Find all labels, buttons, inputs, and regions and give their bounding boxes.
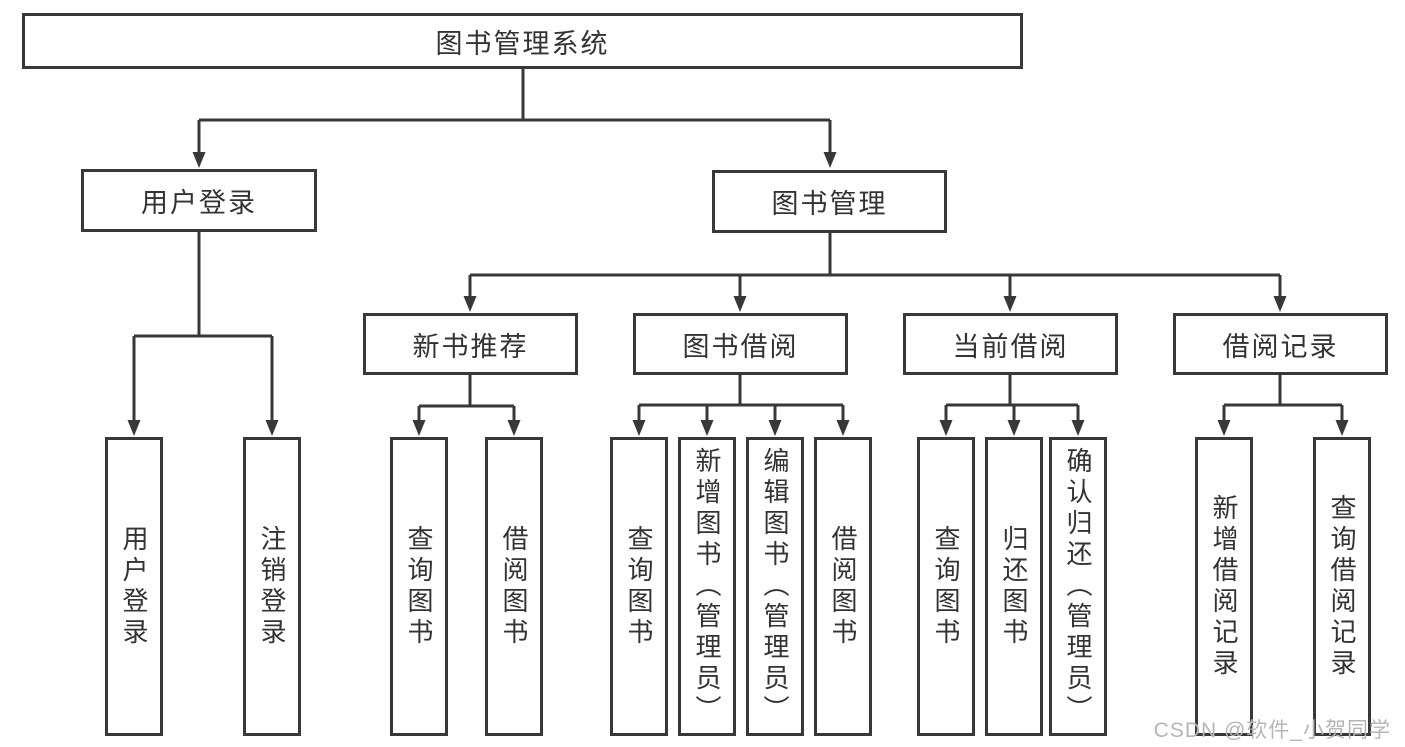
node-book-borrow: 图书借阅 [633,313,848,375]
arrowhead [823,152,837,168]
node-label: 归还图书 [999,524,1029,649]
arrowhead [632,420,646,436]
arrowhead [1217,420,1231,436]
node-leaf-borrow-books-recommend: 借阅图书 [485,437,543,736]
connector-newbook-to-leaves [417,375,516,422]
node-leaf-user-login: 用户登录 [105,437,163,736]
node-new-book-recommend: 新书推荐 [363,313,578,375]
arrowhead [836,420,850,436]
node-label: 新增图书（管理员） [692,447,722,726]
node-leaf-query-books-current: 查询图书 [917,437,975,736]
node-label: 新增借阅记录 [1209,493,1239,680]
node-leaf-add-books-admin: 新增图书（管理员） [678,437,736,736]
node-user-login-group: 用户登录 [81,169,317,232]
arrowhead [265,420,279,436]
connector-bookmgmt-to-level3 [468,233,1282,298]
connector-root-to-level2 [197,69,832,154]
node-book-management: 图书管理 [712,170,947,233]
arrowhead [463,296,477,312]
arrowhead [1007,420,1021,436]
node-label: 图书管理 [771,189,888,219]
arrowhead [768,420,782,436]
arrowhead [507,420,521,436]
node-label: 借阅图书 [499,524,529,649]
arrowhead [1003,296,1017,312]
node-label: 查询图书 [931,524,961,649]
node-label: 新书推荐 [412,331,529,362]
arrowhead [1335,420,1349,436]
arrowhead [700,420,714,436]
node-borrow-records: 借阅记录 [1173,313,1388,375]
node-label: 当前借阅 [952,331,1069,362]
connector-bookborrow-to-leaves [637,375,845,422]
node-label: 编辑图书（管理员） [760,447,790,726]
node-label: 用户登录 [119,524,149,649]
node-leaf-query-books-borrow: 查询图书 [610,437,668,736]
node-label: 用户登录 [141,188,257,218]
csdn-watermark: CSDN @软件_小贺同学 [1153,719,1391,742]
node-label: 借阅图书 [828,524,858,649]
node-leaf-edit-books-admin: 编辑图书（管理员） [746,437,804,736]
node-label: 确认归还（管理员） [1063,447,1093,726]
arrowhead [939,420,953,436]
arrowhead [192,152,206,168]
node-current-borrow: 当前借阅 [903,313,1118,375]
node-label: 查询借阅记录 [1327,493,1357,680]
arrowhead [412,420,426,436]
node-leaf-return-books: 归还图书 [985,437,1043,736]
node-leaf-logout: 注销登录 [243,437,301,736]
node-label: 借阅记录 [1222,331,1339,362]
node-leaf-borrow-books: 借阅图书 [814,437,872,736]
node-leaf-query-borrow-record: 查询借阅记录 [1313,437,1371,736]
node-leaf-confirm-return-admin: 确认归还（管理员） [1049,437,1107,736]
node-leaf-add-borrow-record: 新增借阅记录 [1195,437,1253,736]
arrowhead [1273,296,1287,312]
arrowhead [127,420,141,436]
node-root-system: 图书管理系统 [22,13,1023,69]
node-label: 图书管理系统 [435,28,610,59]
node-label: 查询图书 [404,524,434,649]
arrowhead [733,296,747,312]
connector-currentborrow-to-leaves [944,375,1080,422]
connector-borrowrecord-to-leaves [1222,375,1344,422]
node-label: 查询图书 [624,524,654,649]
arrowhead [1071,420,1085,436]
node-label: 注销登录 [257,524,287,649]
node-label: 图书借阅 [682,331,799,362]
node-leaf-query-books-recommend: 查询图书 [390,437,448,736]
connector-userlogin-to-leaves [132,232,274,422]
